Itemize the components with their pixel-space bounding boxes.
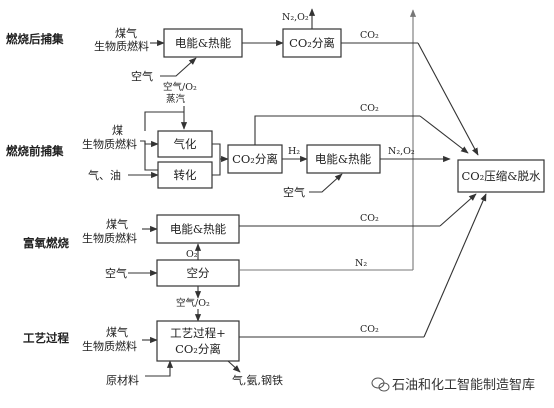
air-o2-label: 空气/O₂ <box>163 81 197 93</box>
branch-line <box>144 141 158 171</box>
row-label-pre-combustion: 燃烧前捕集 <box>5 144 64 158</box>
process-box <box>156 320 240 362</box>
co2-arrow-to-compress-2 <box>419 115 469 154</box>
n2o2-label-1: N₂,O₂ <box>282 12 309 23</box>
fuel-coal-gas-3: 煤气 <box>106 217 128 231</box>
fuel-coal-2: 煤 <box>112 124 123 137</box>
row-label-post-combustion: 燃烧后捕集 <box>5 32 64 46</box>
co2-arrow-to-compress-1 <box>417 42 479 156</box>
co2-arrow-to-compress-3 <box>439 193 477 227</box>
steam-label: 蒸汽 <box>166 93 186 105</box>
fuel-coal-gas-4: 煤气 <box>106 325 128 339</box>
row-label-industrial: 工艺过程 <box>23 331 69 345</box>
fuel-biomass-1: 生物质燃料 <box>94 39 149 53</box>
gasification-box <box>157 130 213 158</box>
power-heat-label-2: 电能&热能 <box>315 152 372 166</box>
air-o2-label-2: 空气/O₂ <box>176 297 210 309</box>
air-arrow-2 <box>309 173 343 193</box>
co2-label-4: CO₂ <box>360 324 379 335</box>
raw-material-label: 原材料 <box>106 373 139 387</box>
raw-material-arrow <box>145 360 174 377</box>
air-separation-label: 空分 <box>187 266 210 280</box>
gas-oil-label: 气、油 <box>88 168 121 182</box>
co2-separation-label-1: CO₂分离 <box>289 36 335 50</box>
co2-label-2: CO₂ <box>360 103 379 114</box>
wechat-icon <box>371 377 390 392</box>
gasification-label: 气化 <box>174 137 197 151</box>
co2-separation-label-2: CO₂分离 <box>232 152 278 166</box>
co2-label-3: CO₂ <box>360 213 379 224</box>
products-arrow <box>227 360 241 373</box>
fuel-biomass-2: 生物质燃料 <box>82 137 137 151</box>
shift-label: 转化 <box>174 168 197 182</box>
row-label-oxy-fuel: 富氧燃烧 <box>23 236 69 250</box>
co2-compression-box <box>457 159 545 193</box>
fuel-biomass-3: 生物质燃料 <box>82 231 137 245</box>
fuel-arrow-2 <box>140 140 159 148</box>
air-separation-box <box>156 259 240 287</box>
steam-loop <box>144 111 184 131</box>
fuel-coal-gas-1: 煤气 <box>115 26 137 40</box>
process-label-1: 工艺过程+ <box>170 326 226 340</box>
n2-label: N₂ <box>355 258 367 269</box>
air-label-2: 空气 <box>283 185 305 199</box>
power-heat-box-2 <box>306 144 381 174</box>
co2-compression-label: CO₂压缩&脱水 <box>461 169 541 183</box>
power-heat-label-1: 电能&热能 <box>175 36 232 50</box>
co2-arrow-to-compress-4 <box>423 193 487 338</box>
syngas-collect <box>212 143 221 176</box>
fuel-biomass-4: 生物质燃料 <box>82 339 137 353</box>
co2-line-2 <box>254 115 420 145</box>
power-heat-box-3 <box>156 214 240 244</box>
air-arrow-1 <box>160 57 197 77</box>
process-label-2: CO₂分离 <box>175 342 221 356</box>
o2-label: O₂ <box>186 249 198 260</box>
n2o2-label-2: N₂,O₂ <box>388 146 415 157</box>
air-label-1: 空气 <box>131 69 153 83</box>
air-label-3: 空气 <box>105 266 127 280</box>
products-label: 气,氨,钢铁 <box>232 373 283 387</box>
power-heat-label-3: 电能&热能 <box>170 222 227 236</box>
co2-label-1: CO₂ <box>360 30 379 41</box>
h2-label: H₂ <box>288 146 300 157</box>
watermark-text: 石油和化工智能制造智库 <box>392 377 535 393</box>
